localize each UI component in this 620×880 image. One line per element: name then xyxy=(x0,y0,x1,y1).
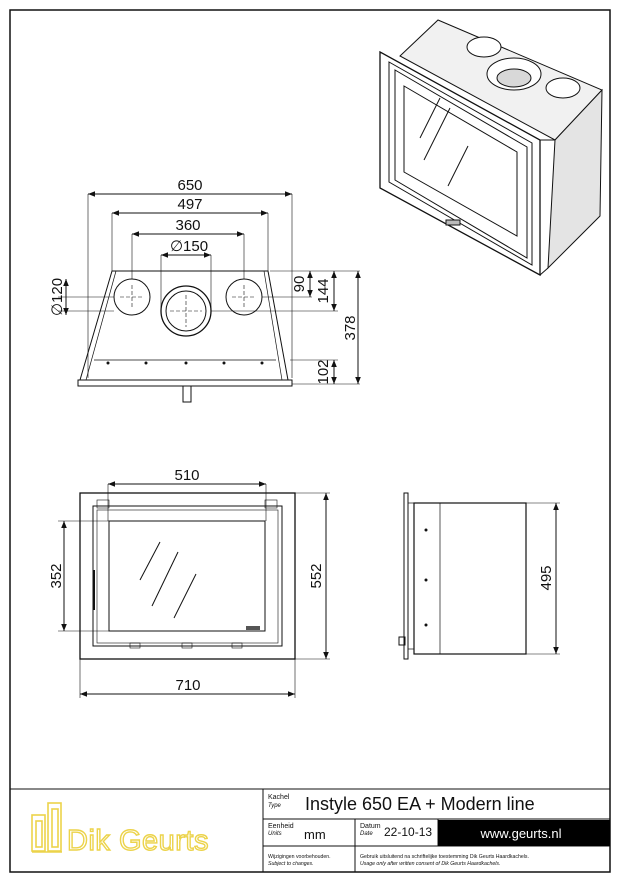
changes-note-nl: Wijzigingen voorbehouden. xyxy=(268,854,331,860)
dim-495: 495 xyxy=(538,565,555,590)
units-label-en: Units xyxy=(268,831,282,837)
dim-diameter-120: ∅120 xyxy=(49,278,66,316)
dim-378: 378 xyxy=(342,315,359,340)
brand-name: Dik Geurts xyxy=(67,825,209,857)
dik-geurts-logo xyxy=(31,802,62,853)
date-label-nl: Datum xyxy=(360,823,381,830)
dim-510: 510 xyxy=(174,467,199,484)
dim-710: 710 xyxy=(175,677,200,694)
date-value: 22-10-13 xyxy=(384,825,432,839)
changes-note-en: Subject to changes. xyxy=(268,861,314,867)
website-band xyxy=(438,820,610,846)
dim-144: 144 xyxy=(315,278,332,303)
type-value: Instyle 650 EA + Modern line xyxy=(305,794,535,814)
dim-diameter-150: ∅150 xyxy=(170,238,208,255)
front-elevation xyxy=(58,481,330,698)
units-label-nl: Eenheid xyxy=(268,823,294,830)
dim-552: 552 xyxy=(308,563,325,588)
consent-note-en: Usage only after written consent of Dik … xyxy=(360,861,500,867)
side-view xyxy=(398,492,560,660)
type-label-nl: Kachel xyxy=(268,794,290,801)
sheet-border xyxy=(9,9,611,873)
dim-650: 650 xyxy=(177,177,202,194)
front-view xyxy=(58,191,361,403)
type-label-en: Type xyxy=(268,803,282,809)
dim-497: 497 xyxy=(177,196,202,213)
website-text[interactable]: www.geurts.nl xyxy=(480,826,562,841)
dim-360: 360 xyxy=(175,217,200,234)
dim-352: 352 xyxy=(48,563,65,588)
date-label-en: Date xyxy=(360,831,373,837)
units-value: mm xyxy=(304,827,326,842)
consent-note-nl: Gebruik uitsluitend na schriftelijke toe… xyxy=(360,854,529,860)
dim-90: 90 xyxy=(291,276,308,293)
dim-102: 102 xyxy=(315,359,332,384)
isometric-view xyxy=(379,19,603,277)
